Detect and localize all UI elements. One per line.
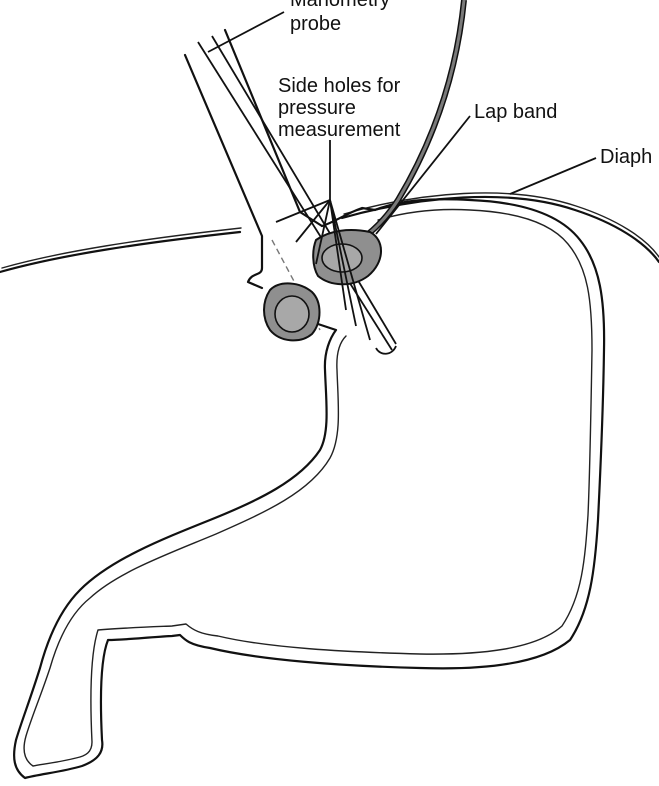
esophagus — [183, 28, 324, 290]
side-holes-label-line1: Side holes for — [278, 75, 401, 97]
manometry-probe-label-line2: probe — [290, 13, 341, 35]
diaphragm-label: Diaph — [600, 146, 652, 168]
lap-band-left — [263, 282, 321, 342]
diaphragm-leader — [509, 157, 597, 195]
manometry-probe-label-line1: Manometry — [290, 0, 390, 11]
stomach-inner-wall — [23, 208, 593, 767]
stomach-outer-wall — [13, 198, 606, 780]
manometry-probe-leader — [207, 11, 285, 53]
side-holes-label-line3: measurement — [278, 119, 401, 141]
diaphragm — [0, 192, 659, 274]
lap-band-label: Lap band — [474, 101, 557, 123]
side-holes-label-line2: pressure — [278, 97, 356, 119]
side-holes-leaders — [275, 140, 371, 341]
lap-band-leader — [375, 115, 471, 235]
lap-band-tubing — [358, 0, 467, 243]
